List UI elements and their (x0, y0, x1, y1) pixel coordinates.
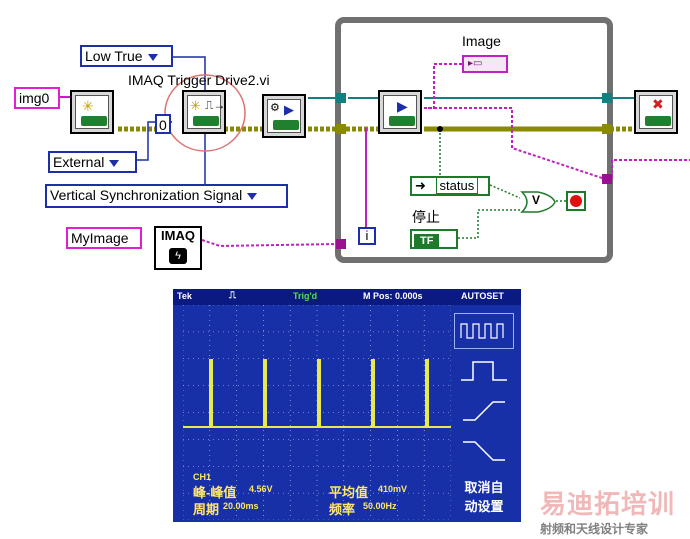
image-indicator-icon: ▸▭ (468, 58, 483, 69)
status-unbundle[interactable]: ➜ status (410, 176, 490, 196)
scope-brand: Tek (177, 291, 192, 301)
dropdown-arrow-icon[interactable] (109, 159, 120, 167)
imaq-close-vi[interactable]: ✖ (634, 90, 678, 134)
or-gate: V (520, 191, 556, 213)
loop-stop-terminal[interactable] (566, 191, 586, 211)
trig-status: Trig'd (293, 291, 318, 301)
myimage-text: MyImage (71, 230, 129, 246)
autoset-option-square[interactable] (454, 313, 514, 349)
external-text: External (53, 154, 105, 170)
bool-const-text: TF (414, 234, 440, 248)
mean-label: 平均值 (329, 485, 369, 500)
myimage-input[interactable]: MyImage (66, 227, 142, 249)
vertical-sync-text: Vertical Synchronization Signal (50, 187, 243, 203)
stop-label: 停止 (412, 209, 440, 225)
zero-text: 0 (159, 117, 167, 133)
scope-position: M Pos: 0.000s (363, 291, 423, 301)
config-icon: ⚙ (270, 102, 280, 114)
img0-input[interactable]: img0 (14, 87, 60, 109)
watermark-brand: 易迪拓培训 (540, 489, 676, 519)
arrow-right-icon: ➜ (415, 178, 426, 193)
play-icon: ▶ (397, 98, 408, 114)
mean-value: 410mV (378, 484, 408, 494)
tunnel-pink-right (602, 174, 612, 184)
cancel-autoset-button[interactable]: 取消自 动设置 (454, 477, 514, 517)
scope-graticule (183, 305, 451, 520)
autoset-option-falling[interactable] (454, 433, 514, 469)
imaq-grab-vi[interactable]: ▶ (378, 90, 422, 134)
freq-value: 50.00Hz (363, 501, 397, 511)
period-value: 20.00ms (223, 501, 259, 511)
status-text: status (435, 177, 479, 194)
close-icon: ✖ (652, 96, 664, 112)
autoset-option-pulse[interactable] (454, 353, 514, 389)
image-label: Image (462, 33, 501, 49)
loop-iteration-terminal: i (358, 227, 376, 245)
imaq-init-vi[interactable]: ✳ (70, 90, 114, 134)
camera-icon (193, 116, 219, 126)
camera-icon (273, 120, 299, 130)
scope-status-bar: Tek ⎍ Trig'd M Pos: 0.000s AUTOSET (173, 289, 521, 305)
camera-icon (81, 116, 107, 126)
highlight-circle (164, 74, 246, 152)
watermark-subtitle: 射频和天线设计专家 (540, 522, 649, 536)
imaq-create-vi[interactable]: IMAQ ϟ (154, 226, 202, 270)
zero-constant[interactable]: 0 (155, 114, 171, 134)
cancel-autoset-line2: 动设置 (464, 499, 504, 514)
pk-pk-label: 峰-峰值 (193, 485, 237, 500)
tunnel-olive-left (336, 124, 346, 134)
channel-label: CH1 (193, 472, 212, 482)
play-icon: ▶ (284, 102, 294, 117)
tunnel-teal-right (602, 93, 612, 103)
vertical-sync-ring[interactable]: Vertical Synchronization Signal (45, 184, 288, 208)
tunnel-olive-right (602, 124, 612, 134)
wire-layer (58, 17, 690, 263)
trigger-pulse-icon: ⎍ (229, 290, 236, 301)
low-true-text: Low True (85, 48, 143, 64)
cancel-autoset-line1: 取消自 (464, 480, 504, 495)
tunnel-pink-left (336, 239, 346, 249)
low-true-ring[interactable]: Low True (80, 45, 173, 67)
imaq-trigger-drive-vi[interactable]: ✳ ⎍→ (182, 90, 226, 134)
vi-title: IMAQ Trigger Drive2.vi (128, 72, 270, 88)
image-indicator[interactable]: ▸▭ (462, 55, 508, 73)
camera-icon (645, 116, 671, 126)
or-gate-text: V (532, 193, 541, 207)
imaq-config-vi[interactable]: ▶ ⚙ (262, 94, 306, 138)
img0-text: img0 (19, 90, 50, 106)
vsync-pulse-trace (183, 359, 451, 428)
iteration-text: i (365, 228, 369, 243)
sparkle-icon: ✳ (190, 98, 201, 113)
trigger-pulse-icon: ⎍→ (205, 98, 226, 112)
sparkle-icon: ✳ (82, 98, 94, 114)
dropdown-arrow-icon[interactable] (147, 53, 158, 61)
stop-sign-icon (570, 195, 582, 207)
autoset-option-rising[interactable] (454, 393, 514, 429)
imaq-label: IMAQ (161, 228, 195, 243)
tunnel-teal-left (336, 93, 346, 103)
period-label: 周期 (193, 502, 220, 517)
external-ring[interactable]: External (48, 151, 137, 173)
dropdown-arrow-icon[interactable] (247, 192, 258, 200)
camera-icon (389, 116, 415, 126)
freq-label: 频率 (329, 502, 356, 517)
pk-pk-value: 4.56V (249, 484, 273, 494)
stop-button-terminal[interactable]: TF (410, 229, 458, 249)
autoset-label: AUTOSET (461, 291, 504, 301)
while-loop-frame (335, 17, 613, 263)
oscilloscope-screen: Tek ⎍ Trig'd M Pos: 0.000s AUTOSET 取消自 动… (173, 289, 521, 522)
lightning-icon: ϟ (169, 248, 187, 264)
